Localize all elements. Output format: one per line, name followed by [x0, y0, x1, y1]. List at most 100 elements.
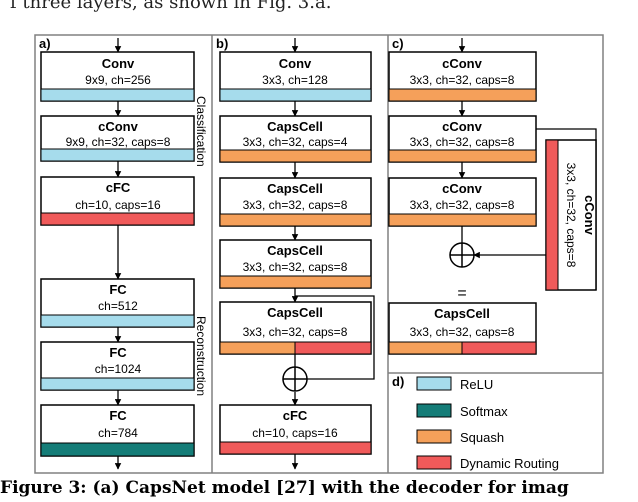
squash-bar [219, 213, 372, 227]
a-fc1024-block: FC ch=1024 [40, 341, 195, 391]
panel-c-blocks: cConv 3x3, ch=32, caps=8 cConv 3x3, ch=3… [388, 51, 537, 355]
squash-swatch [416, 429, 452, 444]
routing-bar [461, 341, 537, 355]
relu-bar [40, 148, 195, 162]
panel-a-blocks: Conv 9x9, ch=256 cConv 9x9, ch=32, caps=… [40, 51, 195, 457]
a-conv-block: Conv 9x9, ch=256 [40, 51, 195, 102]
panel-c-connectors [458, 38, 597, 290]
a-cfc-block: cFC ch=10, caps=16 [40, 176, 195, 226]
block-params: ch=784 [98, 426, 138, 440]
routing-bar [294, 341, 372, 355]
block-title: Conv [102, 56, 135, 71]
skip-routing-bar [545, 139, 559, 291]
panel-d-label: d) [392, 374, 404, 389]
legend-label: ReLU [460, 377, 493, 392]
softmax-swatch [416, 403, 452, 418]
c-cconv-block-1: cConv 3x3, ch=32, caps=8 [388, 51, 537, 102]
block-title: cFC [283, 408, 308, 423]
relu-bar [40, 314, 195, 328]
block-title: cConv [442, 119, 483, 134]
relu-bar [40, 377, 195, 391]
block-params: 3x3, ch=32, caps=8 [243, 260, 348, 274]
legend-label: Dynamic Routing [460, 456, 559, 471]
preceding-text: f three layers, as shown in Fig. 3.a. [10, 0, 332, 13]
softmax-bar [40, 442, 195, 457]
block-title: CapsCell [434, 306, 490, 321]
block-title: CapsCell [267, 119, 323, 134]
block-title: CapsCell [267, 243, 323, 258]
squash-bar [219, 149, 372, 163]
block-title: cConv [442, 181, 483, 196]
squash-bar [388, 88, 537, 102]
block-params: ch=512 [98, 299, 138, 313]
equals-sign: = [457, 285, 466, 302]
b-capscell-block-4: CapsCell 3x3, ch=32, caps=8 [219, 301, 372, 355]
skip-cconv-block: cConv 3x3, ch=32, caps=8 [545, 139, 597, 291]
block-title: cFC [106, 180, 131, 195]
a-cconv-block: cConv 9x9, ch=32, caps=8 [40, 115, 195, 162]
relu-swatch [416, 376, 452, 391]
block-params: 3x3, ch=32, caps=8 [410, 73, 515, 87]
panel-a-label: a) [39, 36, 51, 51]
panel-b-blocks: Conv 3x3, ch=128 CapsCell 3x3, ch=32, ca… [219, 51, 372, 455]
block-params: ch=10, caps=16 [75, 198, 161, 212]
panel-b-label: b) [216, 36, 228, 51]
legend-item-softmax: Softmax [416, 403, 508, 419]
b-conv-block: Conv 3x3, ch=128 [219, 51, 372, 102]
figure-frame [34, 34, 604, 474]
block-title: CapsCell [267, 181, 323, 196]
dynamic-routing-swatch [416, 455, 452, 470]
block-params: 3x3, ch=32, caps=8 [410, 198, 515, 212]
b-capscell-block-2: CapsCell 3x3, ch=32, caps=8 [219, 177, 372, 227]
block-title: FC [109, 282, 127, 297]
classification-label: Classification [194, 96, 208, 167]
figure-caption: Figure 3: (a) CapsNet model [27] with th… [0, 478, 569, 498]
relu-bar [40, 88, 195, 102]
reconstruction-label: Reconstruction [194, 316, 208, 396]
block-params: 9x9, ch=32, caps=8 [66, 135, 171, 149]
block-params: 9x9, ch=256 [85, 73, 151, 87]
block-params: ch=1024 [95, 362, 142, 376]
b-capscell-block-1: CapsCell 3x3, ch=32, caps=4 [219, 115, 372, 163]
legend-item-dynamic-routing: Dynamic Routing [416, 455, 559, 471]
c-cconv-block-2: cConv 3x3, ch=32, caps=8 [388, 115, 537, 163]
block-title: FC [109, 408, 127, 423]
legend-label: Softmax [460, 404, 508, 419]
block-title: FC [109, 345, 127, 360]
relu-bar [219, 88, 372, 102]
a-fc512-block: FC ch=512 [40, 278, 195, 328]
block-params: ch=10, caps=16 [252, 426, 338, 440]
block-params: 3x3, ch=32, caps=4 [243, 135, 348, 149]
b-capscell-block-3: CapsCell 3x3, ch=32, caps=8 [219, 239, 372, 289]
b-cfc-block: cFC ch=10, caps=16 [219, 404, 372, 455]
panel-c-sum-node [449, 242, 475, 268]
panel-b-sum-node [282, 366, 308, 392]
block-title: cConv [442, 56, 483, 71]
block-params: 3x3, ch=32, caps=8 [243, 198, 348, 212]
block-params: 3x3, ch=32, caps=8 [410, 135, 515, 149]
a-fc784-block: FC ch=784 [40, 404, 195, 457]
c-capscell-block: CapsCell 3x3, ch=32, caps=8 [388, 302, 537, 355]
routing-bar [40, 212, 195, 226]
block-params: 3x3, ch=32, caps=8 [243, 325, 348, 339]
block-title: Conv [279, 56, 312, 71]
squash-bar [388, 213, 537, 227]
legend: ReLU Softmax Squash Dynamic Routing [416, 376, 559, 471]
block-title: cConv [98, 119, 139, 134]
block-params: 3x3, ch=128 [262, 73, 328, 87]
routing-bar [219, 441, 372, 455]
block-params: 3x3, ch=32, caps=8 [410, 325, 515, 339]
squash-bar [388, 149, 537, 163]
skip-block-title: cConv [582, 195, 597, 236]
panel-b-connectors [291, 38, 375, 470]
squash-bar [388, 341, 463, 355]
legend-item-relu: ReLU [416, 376, 493, 392]
block-title: CapsCell [267, 305, 323, 320]
squash-bar [219, 275, 372, 289]
squash-bar [219, 341, 296, 355]
panel-c-label: c) [392, 36, 404, 51]
skip-block-params: 3x3, ch=32, caps=8 [564, 163, 578, 268]
legend-item-squash: Squash [416, 429, 504, 445]
c-cconv-block-3: cConv 3x3, ch=32, caps=8 [388, 177, 537, 227]
